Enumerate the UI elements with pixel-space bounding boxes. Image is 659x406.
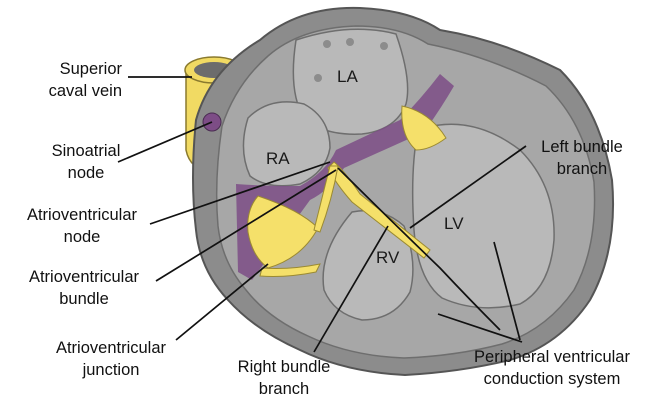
svg-text:Atrioventricular: Atrioventricular bbox=[56, 339, 167, 357]
svg-text:conduction system: conduction system bbox=[484, 370, 621, 388]
svg-text:bundle: bundle bbox=[59, 290, 109, 308]
svg-text:caval vein: caval vein bbox=[49, 82, 122, 100]
label-right-bundle-branch: Right bundle branch bbox=[238, 358, 331, 398]
svg-text:junction: junction bbox=[82, 361, 140, 379]
svg-text:Superior: Superior bbox=[60, 60, 123, 78]
svg-text:branch: branch bbox=[557, 160, 607, 178]
label-superior-caval-vein: Superior caval vein bbox=[49, 60, 123, 100]
svg-text:Atrioventricular: Atrioventricular bbox=[29, 268, 140, 286]
svg-text:Sinoatrial: Sinoatrial bbox=[52, 142, 121, 160]
chamber-label-rv: RV bbox=[376, 248, 400, 267]
chamber-label-ra: RA bbox=[266, 149, 290, 168]
svg-text:Right bundle: Right bundle bbox=[238, 358, 331, 376]
label-atrioventricular-node: Atrioventricular node bbox=[27, 206, 138, 246]
chamber-label-la: LA bbox=[337, 67, 358, 86]
svg-text:node: node bbox=[68, 164, 105, 182]
chamber-label-lv: LV bbox=[444, 214, 464, 233]
svg-text:node: node bbox=[64, 228, 101, 246]
right-atrium bbox=[243, 102, 330, 186]
svg-text:Peripheral ventricular: Peripheral ventricular bbox=[474, 348, 630, 366]
label-sinoatrial-node: Sinoatrial node bbox=[52, 142, 121, 182]
label-atrioventricular-junction: Atrioventricular junction bbox=[56, 339, 167, 379]
svg-text:Atrioventricular: Atrioventricular bbox=[27, 206, 138, 224]
svg-text:Left bundle: Left bundle bbox=[541, 138, 623, 156]
label-atrioventricular-bundle: Atrioventricular bundle bbox=[29, 268, 140, 308]
svg-text:branch: branch bbox=[259, 380, 309, 398]
label-peripheral-ventricular-conduction-system: Peripheral ventricular conduction system bbox=[474, 348, 630, 388]
